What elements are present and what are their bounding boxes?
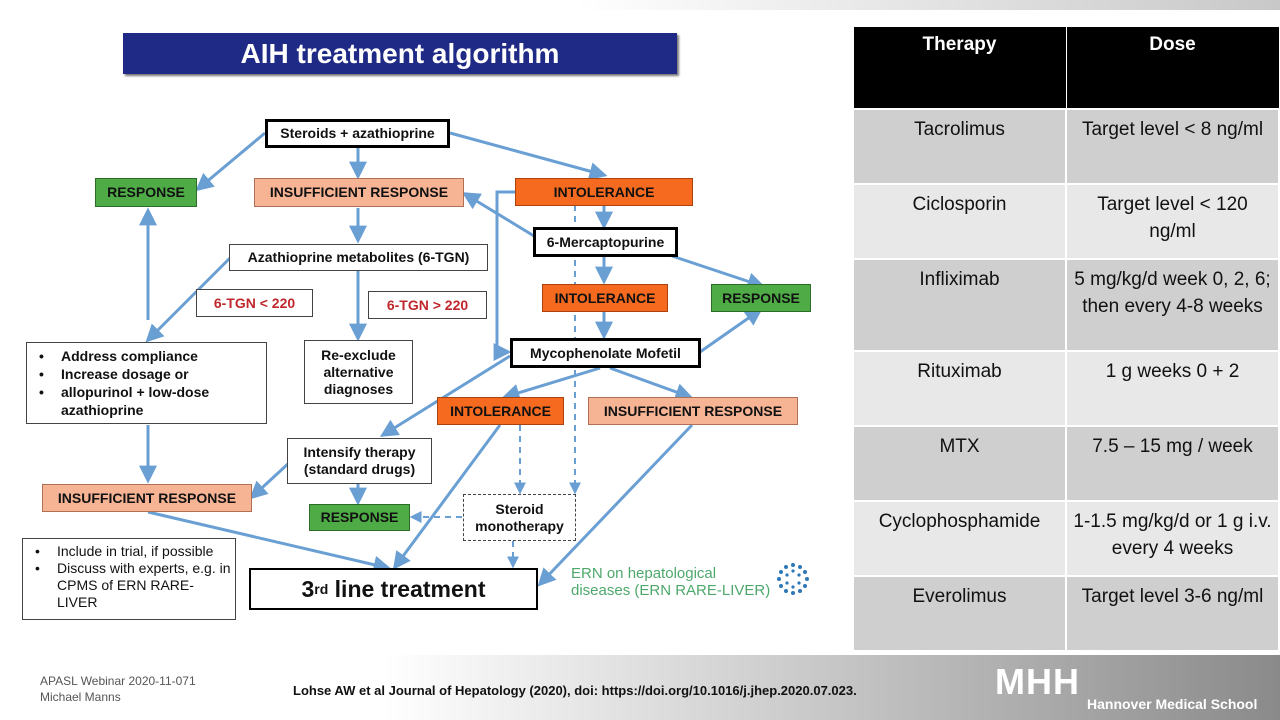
arrow-mmf-insufficient <box>609 366 694 401</box>
author-label: Michael Manns <box>40 690 121 704</box>
trial-item-2: Discuss with experts, e.g. in CPMS of ER… <box>35 560 231 611</box>
insufficient-response-box-2: INSUFFICIENT RESPONSE <box>42 484 252 512</box>
third-line-number: 3 <box>301 575 315 602</box>
steroid-monotherapy-box: Steroid monotherapy <box>463 494 576 541</box>
arrow-intensify-insufficient <box>249 460 292 500</box>
arrow-intensify-mmf <box>379 354 511 437</box>
ern-logo-icon <box>777 563 809 595</box>
mycophenolate-box: Mycophenolate Mofetil <box>510 338 701 368</box>
address-item-1: Address compliance <box>39 347 262 365</box>
third-line-suffix: rd <box>314 581 329 597</box>
institution-name: Hannover Medical School <box>1087 696 1258 712</box>
header-dose: Dose <box>1065 26 1280 110</box>
therapy-cell: Everolimus <box>852 575 1067 652</box>
azathioprine-metabolites-box: Azathioprine metabolites (6-TGN) <box>229 244 488 271</box>
reexclude-box: Re-exclude alternative diagnoses <box>304 340 413 404</box>
response-box-3: RESPONSE <box>309 504 410 531</box>
table-row: Cyclophosphamide 1-1.5 mg/kg/d or 1 g i.… <box>852 500 1280 577</box>
ern-label: ERN on hepatological diseases (ERN RARE-… <box>571 565 771 599</box>
dose-cell: Target level < 120 ng/ml <box>1065 183 1280 260</box>
arrow-mmf-response <box>699 307 763 354</box>
arrow-steroids-intolerance <box>449 131 608 180</box>
intolerance-box-2: INTOLERANCE <box>542 284 668 312</box>
tgn-high-box: 6-TGN > 220 <box>368 291 487 319</box>
intolerance-box-3: INTOLERANCE <box>437 397 564 425</box>
therapy-cell: Rituximab <box>852 350 1067 427</box>
therapy-cell: Cyclophosphamide <box>852 500 1067 577</box>
arrow-intolerance-third <box>392 424 502 570</box>
footer-webinar-info: APASL Webinar 2020-11-071 Michael Manns <box>40 673 196 705</box>
bottom-gradient-bar <box>0 655 1280 720</box>
arrow-metabolites-address <box>145 256 232 343</box>
table-row: MTX 7.5 – 15 mg / week <box>852 425 1280 502</box>
arrow-mmf-intolerance <box>501 366 601 402</box>
steroids-azathioprine-box: Steroids + azathioprine <box>265 119 450 148</box>
webinar-label: APASL Webinar 2020-11-071 <box>40 674 196 688</box>
address-item-3: allopurinol + low-dose azathioprine <box>39 383 262 419</box>
arrow-insufficient-third <box>147 510 392 574</box>
trial-item-1: Include in trial, if possible <box>35 543 231 560</box>
table-row: Tacrolimus Target level < 8 ng/ml <box>852 108 1280 185</box>
algorithm-diagram: Steroids + azathioprine RESPONSE INSUFFI… <box>0 0 850 650</box>
insufficient-response-box-1: INSUFFICIENT RESPONSE <box>254 178 464 207</box>
arrow-layer <box>139 131 766 587</box>
address-compliance-box: Address compliance Increase dosage or al… <box>26 342 267 424</box>
response-box-1: RESPONSE <box>95 178 197 207</box>
arrow-mp-response <box>671 254 766 290</box>
insufficient-response-box-3: INSUFFICIENT RESPONSE <box>588 397 798 425</box>
dose-cell: 7.5 – 15 mg / week <box>1065 425 1280 502</box>
dose-cell: 1-1.5 mg/kg/d or 1 g i.v. every 4 weeks <box>1065 500 1280 577</box>
mercaptopurine-box: 6-Mercaptopurine <box>533 227 678 257</box>
dose-cell: 1 g weeks 0 + 2 <box>1065 350 1280 427</box>
top-gradient-bar <box>0 0 1280 10</box>
trial-box: Include in trial, if possible Discuss wi… <box>22 538 236 620</box>
dose-cell: Target level < 8 ng/ml <box>1065 108 1280 185</box>
header-therapy: Therapy <box>852 26 1067 110</box>
therapy-cell: Infliximab <box>852 258 1067 352</box>
response-box-2: RESPONSE <box>711 284 811 312</box>
therapy-cell: Ciclosporin <box>852 183 1067 260</box>
table-row: Rituximab 1 g weeks 0 + 2 <box>852 350 1280 427</box>
table-row: Ciclosporin Target level < 120 ng/ml <box>852 183 1280 260</box>
therapy-cell: Tacrolimus <box>852 108 1067 185</box>
therapy-cell: MTX <box>852 425 1067 502</box>
arrow-mp-insufficient <box>461 192 535 238</box>
slide-title: AIH treatment algorithm <box>123 33 677 74</box>
dose-cell: Target level 3-6 ng/ml <box>1065 575 1280 652</box>
mhh-logo: MHH <box>995 661 1080 702</box>
citation-text: Lohse AW et al Journal of Hepatology (20… <box>293 683 857 698</box>
intensify-therapy-box: Intensify therapy (standard drugs) <box>287 438 432 484</box>
dose-cell: 5 mg/kg/d week 0, 2, 6; then every 4-8 w… <box>1065 258 1280 352</box>
table-row: Infliximab 5 mg/kg/d week 0, 2, 6; then … <box>852 258 1280 352</box>
therapy-dose-table: Therapy Dose Tacrolimus Target level < 8… <box>852 26 1280 652</box>
third-line-text: line treatment <box>328 575 486 602</box>
arrow-intolerance1-mmf <box>493 190 515 361</box>
tgn-low-box: 6-TGN < 220 <box>196 289 313 317</box>
arrow-insufficient3-third <box>537 423 694 587</box>
arrow-steroids-response <box>195 131 266 192</box>
intolerance-box-1: INTOLERANCE <box>515 178 693 206</box>
table-row: Everolimus Target level 3-6 ng/ml <box>852 575 1280 652</box>
address-item-2: Increase dosage or <box>39 365 262 383</box>
table-header-row: Therapy Dose <box>852 26 1280 110</box>
